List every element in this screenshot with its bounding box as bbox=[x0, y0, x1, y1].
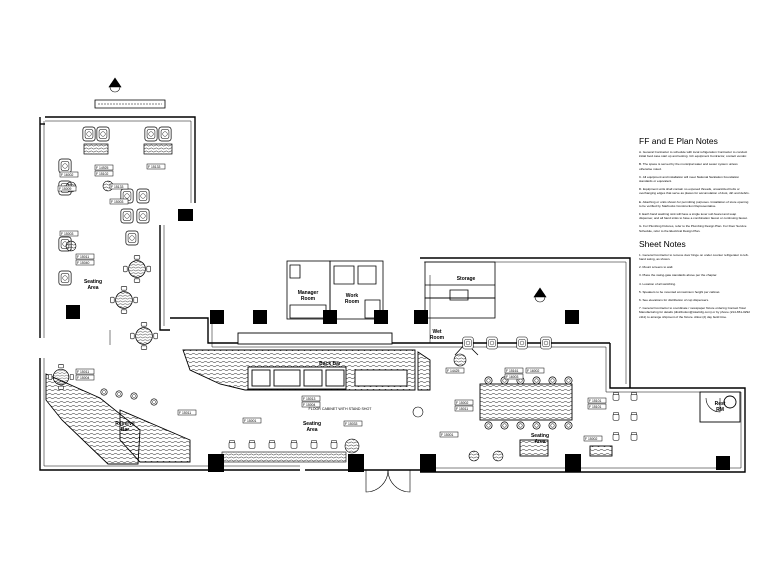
equipment-tag: F 15013 bbox=[301, 395, 321, 402]
back-bar-counter bbox=[182, 332, 416, 391]
svg-text:F 16003: F 16003 bbox=[506, 375, 519, 379]
equipment-tag: F 15004 bbox=[301, 401, 321, 408]
equipment-tag: F 15161 bbox=[504, 367, 524, 374]
equipment-tag: F 15002 bbox=[583, 435, 603, 442]
sheet-note-item: 1. General Contractor to remove door hin… bbox=[639, 252, 749, 262]
furniture-center bbox=[100, 388, 360, 463]
note-item: F. Each hand washing sink will have a si… bbox=[639, 212, 748, 221]
svg-text:F 15102: F 15102 bbox=[96, 172, 109, 176]
svg-text:F 14425: F 14425 bbox=[447, 369, 460, 373]
svg-text:F 15011: F 15011 bbox=[77, 370, 89, 374]
equipment-tag: F 15102 bbox=[94, 170, 114, 177]
room-label-storage: Storage bbox=[457, 276, 476, 282]
structural-columns bbox=[66, 209, 730, 472]
sheet-note-item: 7. General Contractor to coordinate / ne… bbox=[639, 306, 750, 319]
sheet-notes-title: Sheet Notes bbox=[639, 238, 686, 249]
svg-text:F 15161: F 15161 bbox=[506, 369, 519, 373]
svg-text:F 16002: F 16002 bbox=[527, 369, 540, 373]
equipment-tag: F 15133 bbox=[146, 163, 166, 170]
equipment-tag: F 16003 bbox=[504, 373, 524, 380]
sheet-note-item: 6. See elevations for distribution of cu… bbox=[639, 298, 709, 303]
svg-text:F 15040: F 15040 bbox=[77, 261, 90, 265]
equipment-tag: F 15003 bbox=[109, 198, 129, 205]
equipment-tag: F 16002 bbox=[525, 367, 545, 374]
note-item: D. Equipment units shall contain no expo… bbox=[639, 187, 750, 196]
svg-text:F 15003: F 15003 bbox=[111, 200, 124, 204]
svg-text:F 15133: F 15133 bbox=[111, 185, 124, 189]
equipment-tag: F 15011 bbox=[75, 253, 95, 260]
equipment-tag: F 15101 bbox=[587, 403, 607, 410]
sheet-note-item: 3. Place the swing-gate standards above … bbox=[639, 273, 718, 278]
svg-text:F 15101: F 15101 bbox=[589, 405, 602, 409]
equipment-tag: F 15040 bbox=[75, 259, 95, 266]
svg-text:F 15011: F 15011 bbox=[456, 407, 468, 411]
equipment-tag: F 15002 bbox=[454, 399, 474, 406]
equipment-tag: F 15001 bbox=[439, 431, 459, 438]
equipment-tag: F 15009 bbox=[57, 185, 77, 192]
cabinet-note: FLOOR CABINET WITH STAND SHOT bbox=[309, 407, 373, 411]
equipment-tag: F 16002 bbox=[59, 171, 79, 178]
reserve-bar bbox=[45, 373, 191, 465]
section-markers bbox=[108, 77, 547, 418]
sheet-note-item: 4. Location of all switching. bbox=[639, 281, 676, 286]
equipment-tag: F 15011 bbox=[454, 405, 474, 412]
svg-text:F 15001: F 15001 bbox=[441, 433, 454, 437]
entry-doors bbox=[365, 397, 721, 493]
equipment-tag: F 15033 bbox=[343, 420, 363, 427]
note-item: C. All equipment and installation will m… bbox=[639, 174, 740, 184]
svg-text:F 15101: F 15101 bbox=[589, 399, 602, 403]
equipment-tag: F 15011 bbox=[75, 368, 95, 375]
equipment-tag: F 15101 bbox=[587, 397, 607, 404]
sheet-note-item: 5. Speakers to be mounted at maximum hei… bbox=[639, 289, 721, 294]
furniture-east bbox=[453, 336, 638, 462]
back-of-house bbox=[286, 260, 496, 356]
notes-title: FF and E Plan Notes bbox=[639, 136, 718, 146]
equipment-tags: F 14925 F 15102 F 16002 F 15133 F 15009 … bbox=[57, 163, 607, 442]
note-item: B. The space is served by the municipal … bbox=[639, 162, 738, 171]
svg-text:F 15009: F 15009 bbox=[59, 187, 72, 191]
room-label-back-bar: Back Bar bbox=[319, 361, 341, 367]
equipment-tag: F 15011 bbox=[177, 409, 197, 416]
wall-inner-lines bbox=[43, 99, 742, 469]
svg-text:F 15002: F 15002 bbox=[585, 437, 598, 441]
svg-text:F 15004: F 15004 bbox=[77, 376, 90, 380]
equipment-tag: F 15004 bbox=[75, 374, 95, 381]
note-item: E. Attaching or units shown for permitti… bbox=[639, 199, 749, 208]
svg-text:F 15011: F 15011 bbox=[179, 411, 191, 415]
equipment-tag: F 15003 bbox=[59, 230, 79, 237]
notes-panel: FF and E Plan Notes A. General Contracto… bbox=[639, 136, 751, 323]
svg-text:F 15033: F 15033 bbox=[345, 422, 358, 426]
svg-text:F 15003: F 15003 bbox=[61, 232, 74, 236]
svg-text:F 15002: F 15002 bbox=[456, 401, 469, 405]
svg-text:F 16002: F 16002 bbox=[61, 173, 74, 177]
svg-text:F 15001: F 15001 bbox=[244, 419, 257, 423]
svg-text:F 15133: F 15133 bbox=[148, 165, 161, 169]
east-counters bbox=[417, 351, 741, 457]
equipment-tag: F 14925 bbox=[94, 164, 114, 171]
note-item: A. General Contractor to schedule with l… bbox=[639, 150, 748, 159]
equipment-tag: F 15001 bbox=[242, 417, 262, 424]
sheet-note-item: 2. Mount screens to wall. bbox=[639, 265, 674, 270]
equipment-tag: F 14425 bbox=[445, 367, 465, 374]
note-item: G. For Plumbing Fixtures, refer to the P… bbox=[639, 224, 747, 233]
svg-text:F 14925: F 14925 bbox=[96, 166, 109, 170]
svg-text:F 15011: F 15011 bbox=[77, 255, 89, 259]
svg-text:F 15004: F 15004 bbox=[303, 403, 316, 407]
section-marker-south bbox=[412, 406, 424, 418]
equipment-tag: F 15133 bbox=[109, 183, 129, 190]
svg-text:F 15013: F 15013 bbox=[303, 397, 316, 401]
